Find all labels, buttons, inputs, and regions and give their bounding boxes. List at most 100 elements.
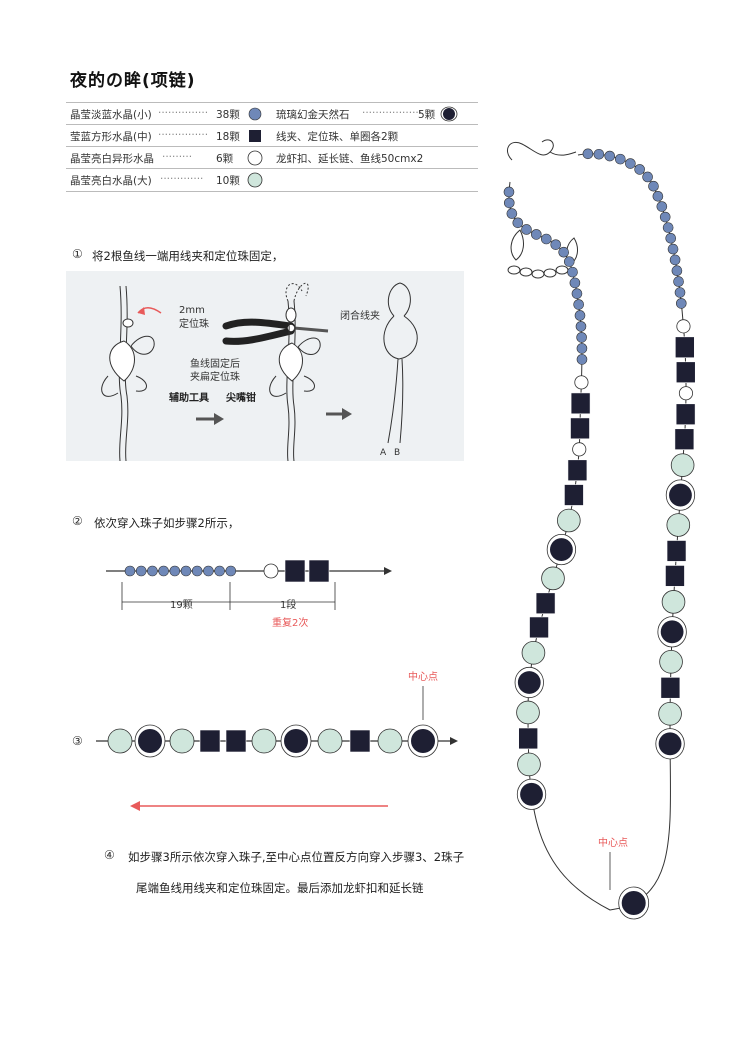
materials-row: 晶莹亮白水晶(大) ············· 10颗: [66, 168, 478, 192]
square-bead: [564, 484, 584, 506]
label-repeat: 重复2次: [272, 616, 308, 629]
blue-bead: [665, 233, 677, 244]
square-bead: [535, 592, 556, 615]
blue-bead: [575, 321, 587, 332]
material-qty: 38颗: [216, 109, 240, 121]
square-bead: [665, 565, 685, 587]
blue-bead: [642, 171, 653, 183]
page-title: 夜的の眸(项链): [70, 71, 196, 91]
mint-bead: [517, 752, 541, 777]
step4-text-2: 尾端鱼线用线夹和定位珠固定。最后添加龙虾扣和延长链: [136, 881, 424, 895]
blue-bead: [604, 150, 616, 162]
clip-figure-1: [101, 285, 155, 462]
square-bead: [349, 729, 371, 753]
blue-bead: [582, 148, 594, 160]
blue-bead: [593, 148, 605, 160]
mint-bead: [659, 650, 683, 674]
blue-bead: [567, 266, 578, 278]
white-bead: [572, 442, 587, 457]
label-pliers: 尖嘴钳: [226, 391, 256, 404]
blue-bead: [541, 233, 552, 245]
blue-bead: [503, 186, 515, 198]
clip-figure-3: [383, 282, 418, 444]
label-19: 19颗: [170, 599, 193, 611]
blue-bead: [569, 277, 581, 289]
eclipse-bead: [657, 616, 687, 648]
step1-text: 将2根鱼线一端用线夹和定位珠固定，: [92, 249, 284, 263]
blue-bead: [662, 222, 674, 233]
blue-bead: [648, 180, 659, 192]
eclipse-bead: [655, 728, 685, 760]
label-one-segment: 1段: [280, 598, 296, 611]
eclipse-bead: [280, 724, 312, 758]
blue-bead: [574, 310, 586, 321]
step2-beads: [124, 559, 330, 583]
square-bead: [675, 403, 696, 426]
mint-bead: [251, 728, 277, 754]
thread-arrow-icon: [384, 567, 392, 575]
blue-bead: [673, 276, 684, 287]
mint-bead: [658, 701, 682, 726]
blue-bead: [124, 565, 136, 577]
blue-bead: [671, 265, 683, 277]
blue-bead: [625, 158, 636, 169]
blue-bead: [225, 565, 237, 577]
material-qty: 18颗: [216, 131, 240, 143]
right-arrow-icon: [326, 408, 352, 420]
blue-bead: [652, 190, 664, 202]
square-bead: [674, 428, 695, 450]
step3-number: ③: [72, 734, 83, 748]
blue-bead: [576, 332, 587, 343]
mint-bead: [541, 566, 565, 591]
blue-bead: [656, 201, 668, 212]
eclipse-bead-icon: [440, 106, 458, 122]
eclipse-bead: [546, 533, 577, 566]
blue-bead-icon: [248, 107, 262, 121]
pliers-icon: [222, 318, 329, 345]
dot-leader: ·········: [162, 151, 193, 163]
label-2mm: 2mm: [179, 305, 205, 316]
blue-bead: [214, 565, 225, 577]
materials-row: 莹蓝方形水晶(中) ··············· 18颗 线夹、定位珠、单圈各…: [66, 124, 478, 147]
blue-bead: [659, 211, 671, 223]
blue-bead: [674, 287, 686, 298]
mint-bead: [377, 728, 403, 754]
square-bead: [225, 729, 247, 753]
material-name: 线夹、定位珠、单圈各2颗: [276, 131, 399, 143]
material-name: 莹蓝方形水晶(中): [70, 131, 152, 143]
label-closed-clip: 闭合线夹: [340, 309, 380, 322]
step1-illustration: 2mm 定位珠 鱼线固定后 夹扁定位珠 辅助工具 尖嘴钳: [101, 282, 418, 462]
blue-bead: [675, 298, 687, 309]
necklace-beads: [503, 148, 696, 920]
step2-diagram: 19颗 1段 重复2次: [106, 559, 392, 629]
square-bead: [284, 559, 306, 583]
step3-beads: [107, 724, 439, 758]
square-bead: [660, 677, 681, 699]
blue-bead: [571, 288, 583, 299]
square-bead: [570, 417, 590, 440]
eclipse-bead: [514, 666, 544, 699]
blue-bead: [558, 246, 569, 258]
mint-bead: [521, 640, 546, 665]
clip-figure-2: [269, 283, 321, 462]
blue-bead: [576, 343, 588, 354]
step3-diagram: 中心点: [96, 670, 458, 758]
label-center-necklace: 中心点: [598, 836, 628, 849]
crimp-bead-icon: [122, 318, 134, 328]
step1-number: ①: [72, 247, 83, 261]
mint-bead: [107, 728, 133, 754]
square-bead: [666, 540, 687, 562]
label-fix-2: 夹扁定位珠: [190, 370, 240, 383]
step2-text: 依次穿入珠子如步骤2所示，: [94, 516, 240, 530]
material-name: 琉璃幻金天然石: [276, 109, 350, 121]
necklace-illustration: 中心点: [503, 139, 696, 920]
blue-bead: [550, 239, 562, 250]
square-bead: [675, 361, 696, 384]
material-name: 晶莹淡蓝水晶(小): [70, 109, 152, 121]
step1-panel: 2mm 定位珠 鱼线固定后 夹扁定位珠 辅助工具 尖嘴钳: [66, 271, 464, 462]
material-name: 晶莹亮白水晶(大): [70, 175, 152, 187]
blue-bead: [634, 164, 645, 175]
eclipse-bead: [407, 724, 439, 758]
label-fix-1: 鱼线固定后: [190, 357, 240, 370]
blue-bead: [614, 153, 626, 165]
